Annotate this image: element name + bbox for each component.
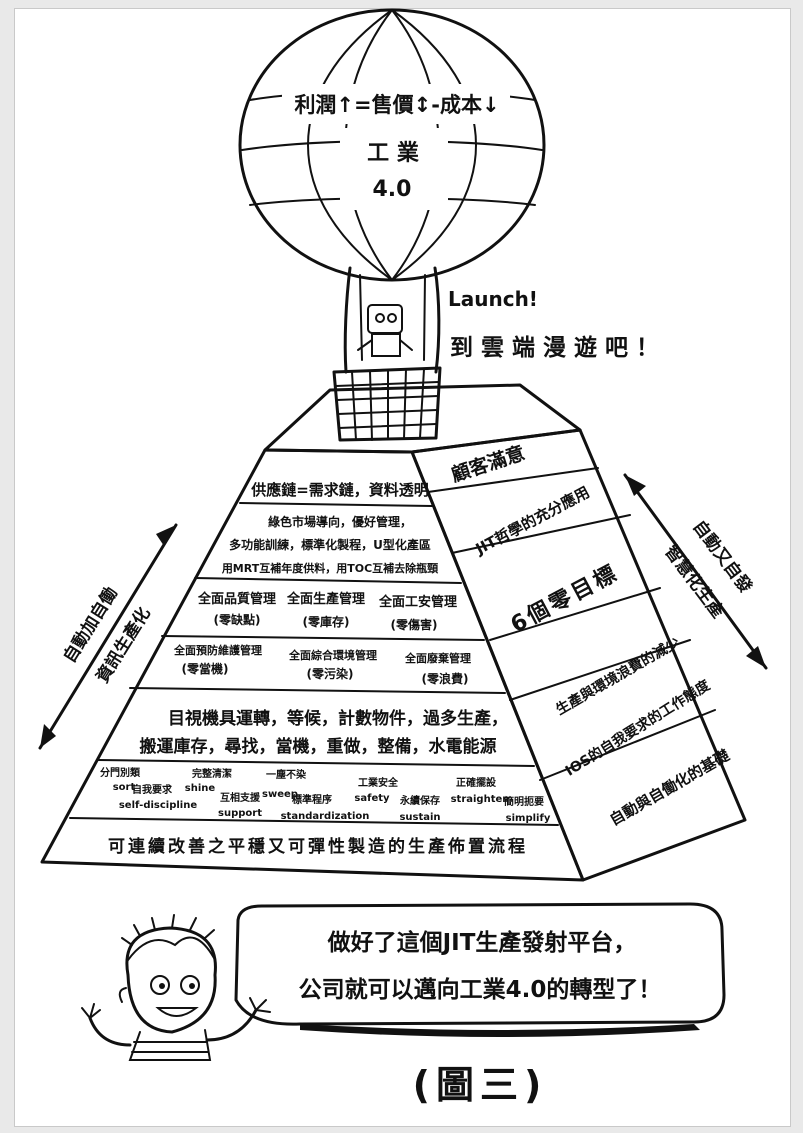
side-automation-basis: 自動與自働化的基礎 [607, 746, 734, 830]
side-six-zeros: 6個零目標 [507, 560, 623, 638]
shine-en: shine [185, 783, 216, 794]
speech-bubble [236, 904, 724, 1037]
waste-list-line2: 搬運庫存，尋找，當機，重做，整備，水電能源 [140, 736, 497, 757]
pm-title: 全面預防維護管理 [173, 643, 262, 657]
standardization-zh: 標準程序 [292, 793, 332, 806]
robot-pilot [358, 305, 412, 356]
tpm-sub: (零庫存) [303, 614, 350, 629]
simplify-zh: 簡明扼要 [504, 795, 544, 808]
supply-chain-text: 供應鏈=需求鏈，資料透明 [250, 481, 429, 499]
speech-line1: 做好了這個JIT生產發射平台， [327, 929, 637, 956]
sustain-zh: 永續保存 [399, 794, 440, 807]
pyramid-base-text: 可連續改善之平穩又可彈性製造的生產佈置流程 [108, 836, 528, 857]
balloon-title-line1: 工 業 [367, 141, 420, 166]
layer2-line2: 多功能訓練，標準化製程，U型化產區 [229, 537, 431, 552]
safety-zh: 工業安全 [358, 776, 399, 789]
sustain-en: sustain [399, 812, 440, 823]
waste-list-line1: 目視機具運轉，等候，計數物件，過多生產， [168, 708, 508, 729]
env-title: 全面綜合環境管理 [288, 648, 377, 662]
figure-caption: (圖三) [413, 1063, 548, 1107]
balloon-formula: 利潤↑=售價↕-成本↓ [294, 93, 499, 117]
side-jit-philosophy: JIT哲學的充分應用 [472, 483, 593, 559]
support-en: support [218, 808, 262, 819]
cartoon-boy [82, 915, 270, 1060]
safety-mgmt-title: 全面工安管理 [378, 594, 457, 610]
speech-line2: 公司就可以邁向工業4.0的轉型了！ [299, 976, 662, 1003]
env-sub: (零污染) [307, 666, 354, 681]
self-discipline-zh: 自我要求 [132, 783, 173, 796]
pm-sub: (零當機) [182, 661, 229, 676]
tqm-sub: (零缺點) [214, 612, 261, 627]
left-double-arrow [40, 525, 176, 748]
tpm-title: 全面生產管理 [286, 591, 365, 607]
straighten-en: straighten [451, 794, 510, 805]
layer2-line3: 用MRT互補年度供料，用TOC互補去除瓶頸 [222, 561, 439, 575]
balloon-title-line2: 4.0 [373, 177, 412, 202]
sort-zh: 分門別類 [100, 766, 141, 779]
waste-title: 全面廢棄管理 [404, 651, 471, 665]
safety-mgmt-sub: (零傷害) [391, 617, 438, 632]
simplify-en: simplify [506, 813, 551, 824]
sweep-zh: 一塵不染 [266, 768, 307, 781]
straighten-zh: 正確擺設 [456, 776, 497, 789]
layer2-line1: 綠色市場導向，優好管理， [268, 514, 412, 529]
cloud-roaming-text: 到雲端漫遊吧！ [450, 334, 667, 361]
ten-s-items: 分門別類 sort 自我要求 self-discipline 完整清潔 shin… [100, 766, 551, 824]
shine-zh: 完整清潔 [192, 767, 232, 780]
standardization-en: standardization [281, 811, 370, 822]
tqm-title: 全面品質管理 [197, 591, 276, 607]
waste-sub: (零浪費) [422, 671, 469, 686]
self-discipline-en: self-discipline [119, 800, 198, 811]
safety-en: safety [354, 793, 390, 804]
support-zh: 互相支援 [220, 791, 261, 804]
launch-text: Launch! [448, 287, 538, 311]
balloon-basket [334, 368, 440, 440]
